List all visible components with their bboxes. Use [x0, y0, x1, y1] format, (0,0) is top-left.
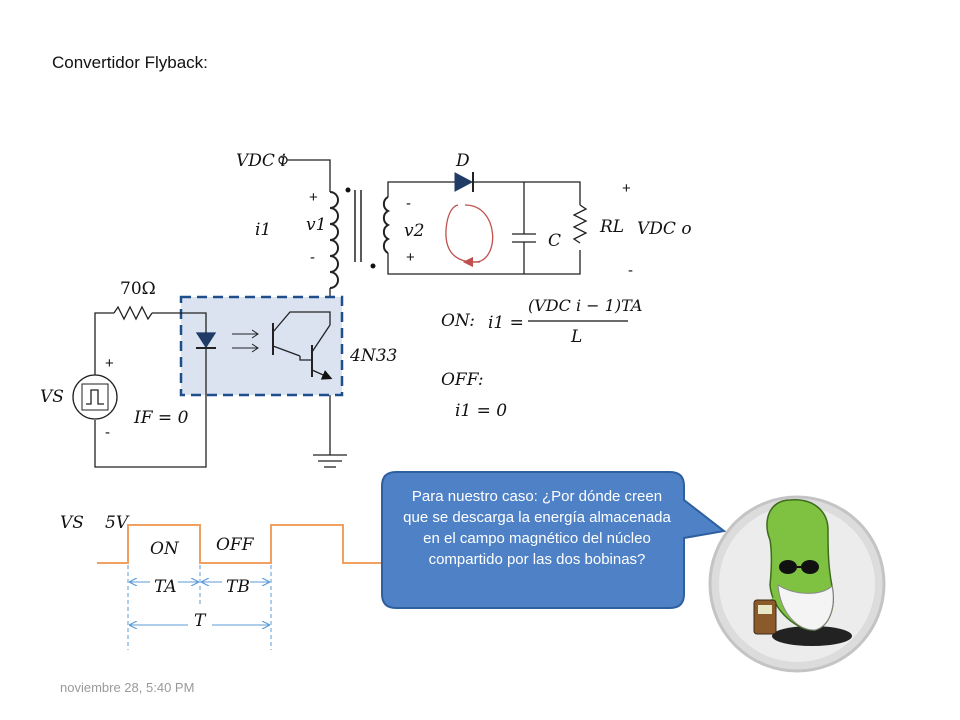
- load-resistor: [572, 204, 588, 244]
- transistor-label: 4N33: [349, 346, 397, 366]
- i1-label: i1: [255, 220, 271, 240]
- on-interval-label: ON: [150, 539, 180, 559]
- tb-label: TB: [226, 577, 250, 597]
- period-label: T: [194, 611, 207, 631]
- mascot-badge: [708, 495, 886, 673]
- timing-guides: [127, 565, 272, 650]
- darlington-transistor: [272, 311, 333, 380]
- load-label: RL: [599, 217, 624, 237]
- off-interval-label: OFF: [216, 535, 255, 555]
- source-minus: -: [105, 424, 110, 441]
- polarity-dot-primary: [345, 187, 351, 193]
- optocoupler-box: [179, 295, 344, 397]
- on-label: ON:: [441, 311, 475, 331]
- resistor-label: 70Ω: [120, 279, 156, 299]
- polarity-dot-secondary: [370, 263, 376, 269]
- pulse-waveform: [97, 524, 383, 564]
- output-minus: -: [628, 262, 633, 279]
- amplitude-label: 5V: [105, 513, 130, 533]
- secondary-coil: [382, 196, 391, 254]
- capacitor-label: C: [548, 231, 561, 251]
- primary-coil: [329, 191, 339, 289]
- waveform-vs-label: VS: [60, 513, 84, 533]
- primary-plus: +: [309, 189, 318, 206]
- diode-label: D: [455, 151, 470, 171]
- vdc-output-label: VDC o: [637, 219, 692, 239]
- secondary-plus: +: [406, 249, 415, 266]
- on-numerator: (VDC i − 1)TA: [528, 296, 642, 315]
- transformer-core: [354, 190, 362, 262]
- source-plus: +: [105, 355, 114, 372]
- opto-light-arrows: [232, 329, 259, 353]
- footer-date: noviembre 28, 5:40 PM: [60, 680, 195, 695]
- v2-label: v2: [404, 221, 424, 241]
- ground-symbol: [313, 454, 347, 468]
- callout-text: Para nuestro caso: ¿Por dónde creen que …: [403, 488, 671, 568]
- off-label: OFF:: [441, 370, 484, 390]
- timing-arrows: [130, 582, 269, 625]
- pulse-source: [72, 374, 118, 420]
- primary-minus: -: [310, 249, 315, 266]
- output-plus: +: [622, 180, 631, 197]
- input-circuit: [94, 305, 207, 468]
- off-equation: i1 = 0: [455, 401, 507, 421]
- secondary-minus: -: [406, 195, 411, 212]
- callout-bubble: [381, 471, 727, 609]
- source-label: VS: [40, 387, 64, 407]
- on-lhs: i1 =: [488, 313, 524, 333]
- secondary-circuit: [382, 181, 588, 275]
- vdc-input-label: VDC i: [236, 151, 286, 171]
- if-current-label: IF = 0: [133, 408, 189, 428]
- v1-label: v1: [306, 215, 326, 235]
- current-loop-arrow: [445, 204, 494, 263]
- ta-label: TA: [154, 577, 177, 597]
- diode-d: [454, 172, 474, 192]
- slide-title: Convertidor Flyback:: [52, 53, 208, 72]
- on-denominator: L: [570, 327, 582, 347]
- input-resistor: [113, 305, 153, 321]
